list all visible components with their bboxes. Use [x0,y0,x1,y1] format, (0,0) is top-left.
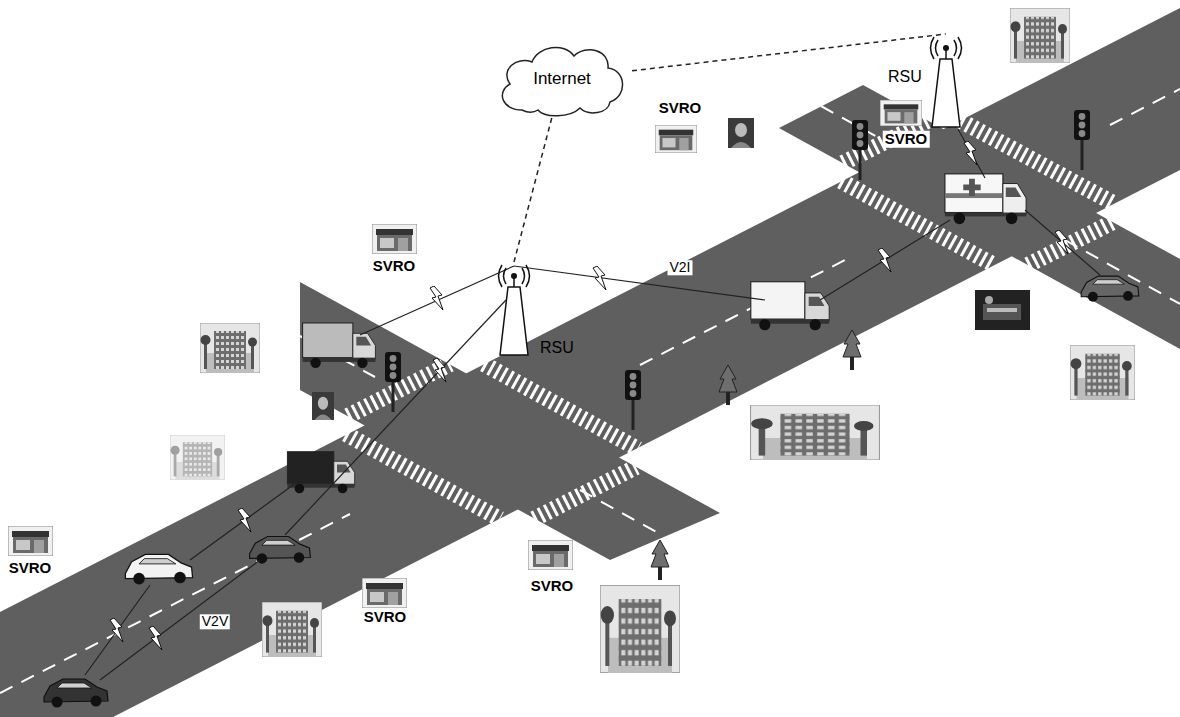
node-text: RSU [888,68,922,86]
tree [843,330,861,370]
lane-marking [640,260,845,365]
wireless-bolt [110,618,123,642]
internet-cloud: Internet [492,40,632,118]
label-text: SVRO [7,560,54,577]
network-connector [632,34,946,71]
building-photo [200,323,260,373]
tower-icon [926,34,966,129]
label-text: SVRO [362,609,409,626]
shop-icon [880,100,922,126]
wireless-bolt [1055,230,1068,254]
truck [303,323,376,368]
wireless-bolt [593,266,606,290]
rsu-tower: RSU [494,262,574,357]
face-photo [728,118,754,148]
label-text: V2I [667,260,692,275]
label-text: SVRO [883,131,930,148]
crosswalk [484,364,638,449]
wireless-link [190,480,300,560]
wireless-link [100,560,260,680]
node-text: RSU [540,339,574,357]
tower-shape [930,37,961,127]
building-photo [262,602,322,657]
main-road [0,8,1180,717]
tower-shape [499,265,530,355]
face-photo [312,392,334,420]
tree [719,365,737,405]
building-photo [600,585,680,673]
lane-marking [1110,89,1180,125]
label-text: V2V [200,614,230,629]
tree [651,540,669,580]
rsu-tower: RSU [888,34,966,129]
traffic-light [852,120,868,180]
label-text: SVRO [529,578,576,595]
car [250,537,311,564]
shop-icon [362,578,407,608]
building-photo [170,435,225,480]
wireless-link [514,266,765,300]
lane-marking [1065,240,1180,304]
wireless-bolt [433,358,446,382]
wireless-link [820,220,950,300]
label-text: SVRO [657,100,704,117]
wireless-link [285,300,506,535]
building-photo [750,405,880,460]
building-photo [1070,345,1135,400]
traffic-light [385,352,401,412]
crosswalk [534,467,636,519]
traffic-light [625,370,641,430]
truck [751,282,829,331]
car [125,554,192,584]
shop-icon [8,526,53,556]
crosswalk [1028,222,1113,265]
shop-icon [655,125,697,153]
wireless-bolt [878,248,891,272]
car [44,679,108,708]
building-photo [1010,8,1070,63]
night-photo [975,290,1030,330]
tower-icon [494,262,534,357]
cloud-shape [502,47,622,115]
wireless-link [360,266,514,335]
crosswalk [346,434,500,519]
lane-marking [580,490,660,534]
wireless-bolt [238,508,251,532]
network-connector [514,118,552,262]
ambulance [945,174,1026,224]
shop-icon [528,540,573,570]
wireless-bolt [149,626,162,650]
wireless-bolt [964,141,977,165]
wireless-link [958,129,985,178]
shop-icon [372,224,417,254]
wireless-link [1025,210,1100,275]
lane-marking [0,514,350,693]
cross-road [779,85,1180,349]
wireless-link [85,585,150,675]
traffic-light [1074,110,1090,170]
car [1081,276,1139,302]
node-text: Internet [533,70,591,89]
label-text: SVRO [371,258,418,275]
wireless-bolt [430,286,443,310]
